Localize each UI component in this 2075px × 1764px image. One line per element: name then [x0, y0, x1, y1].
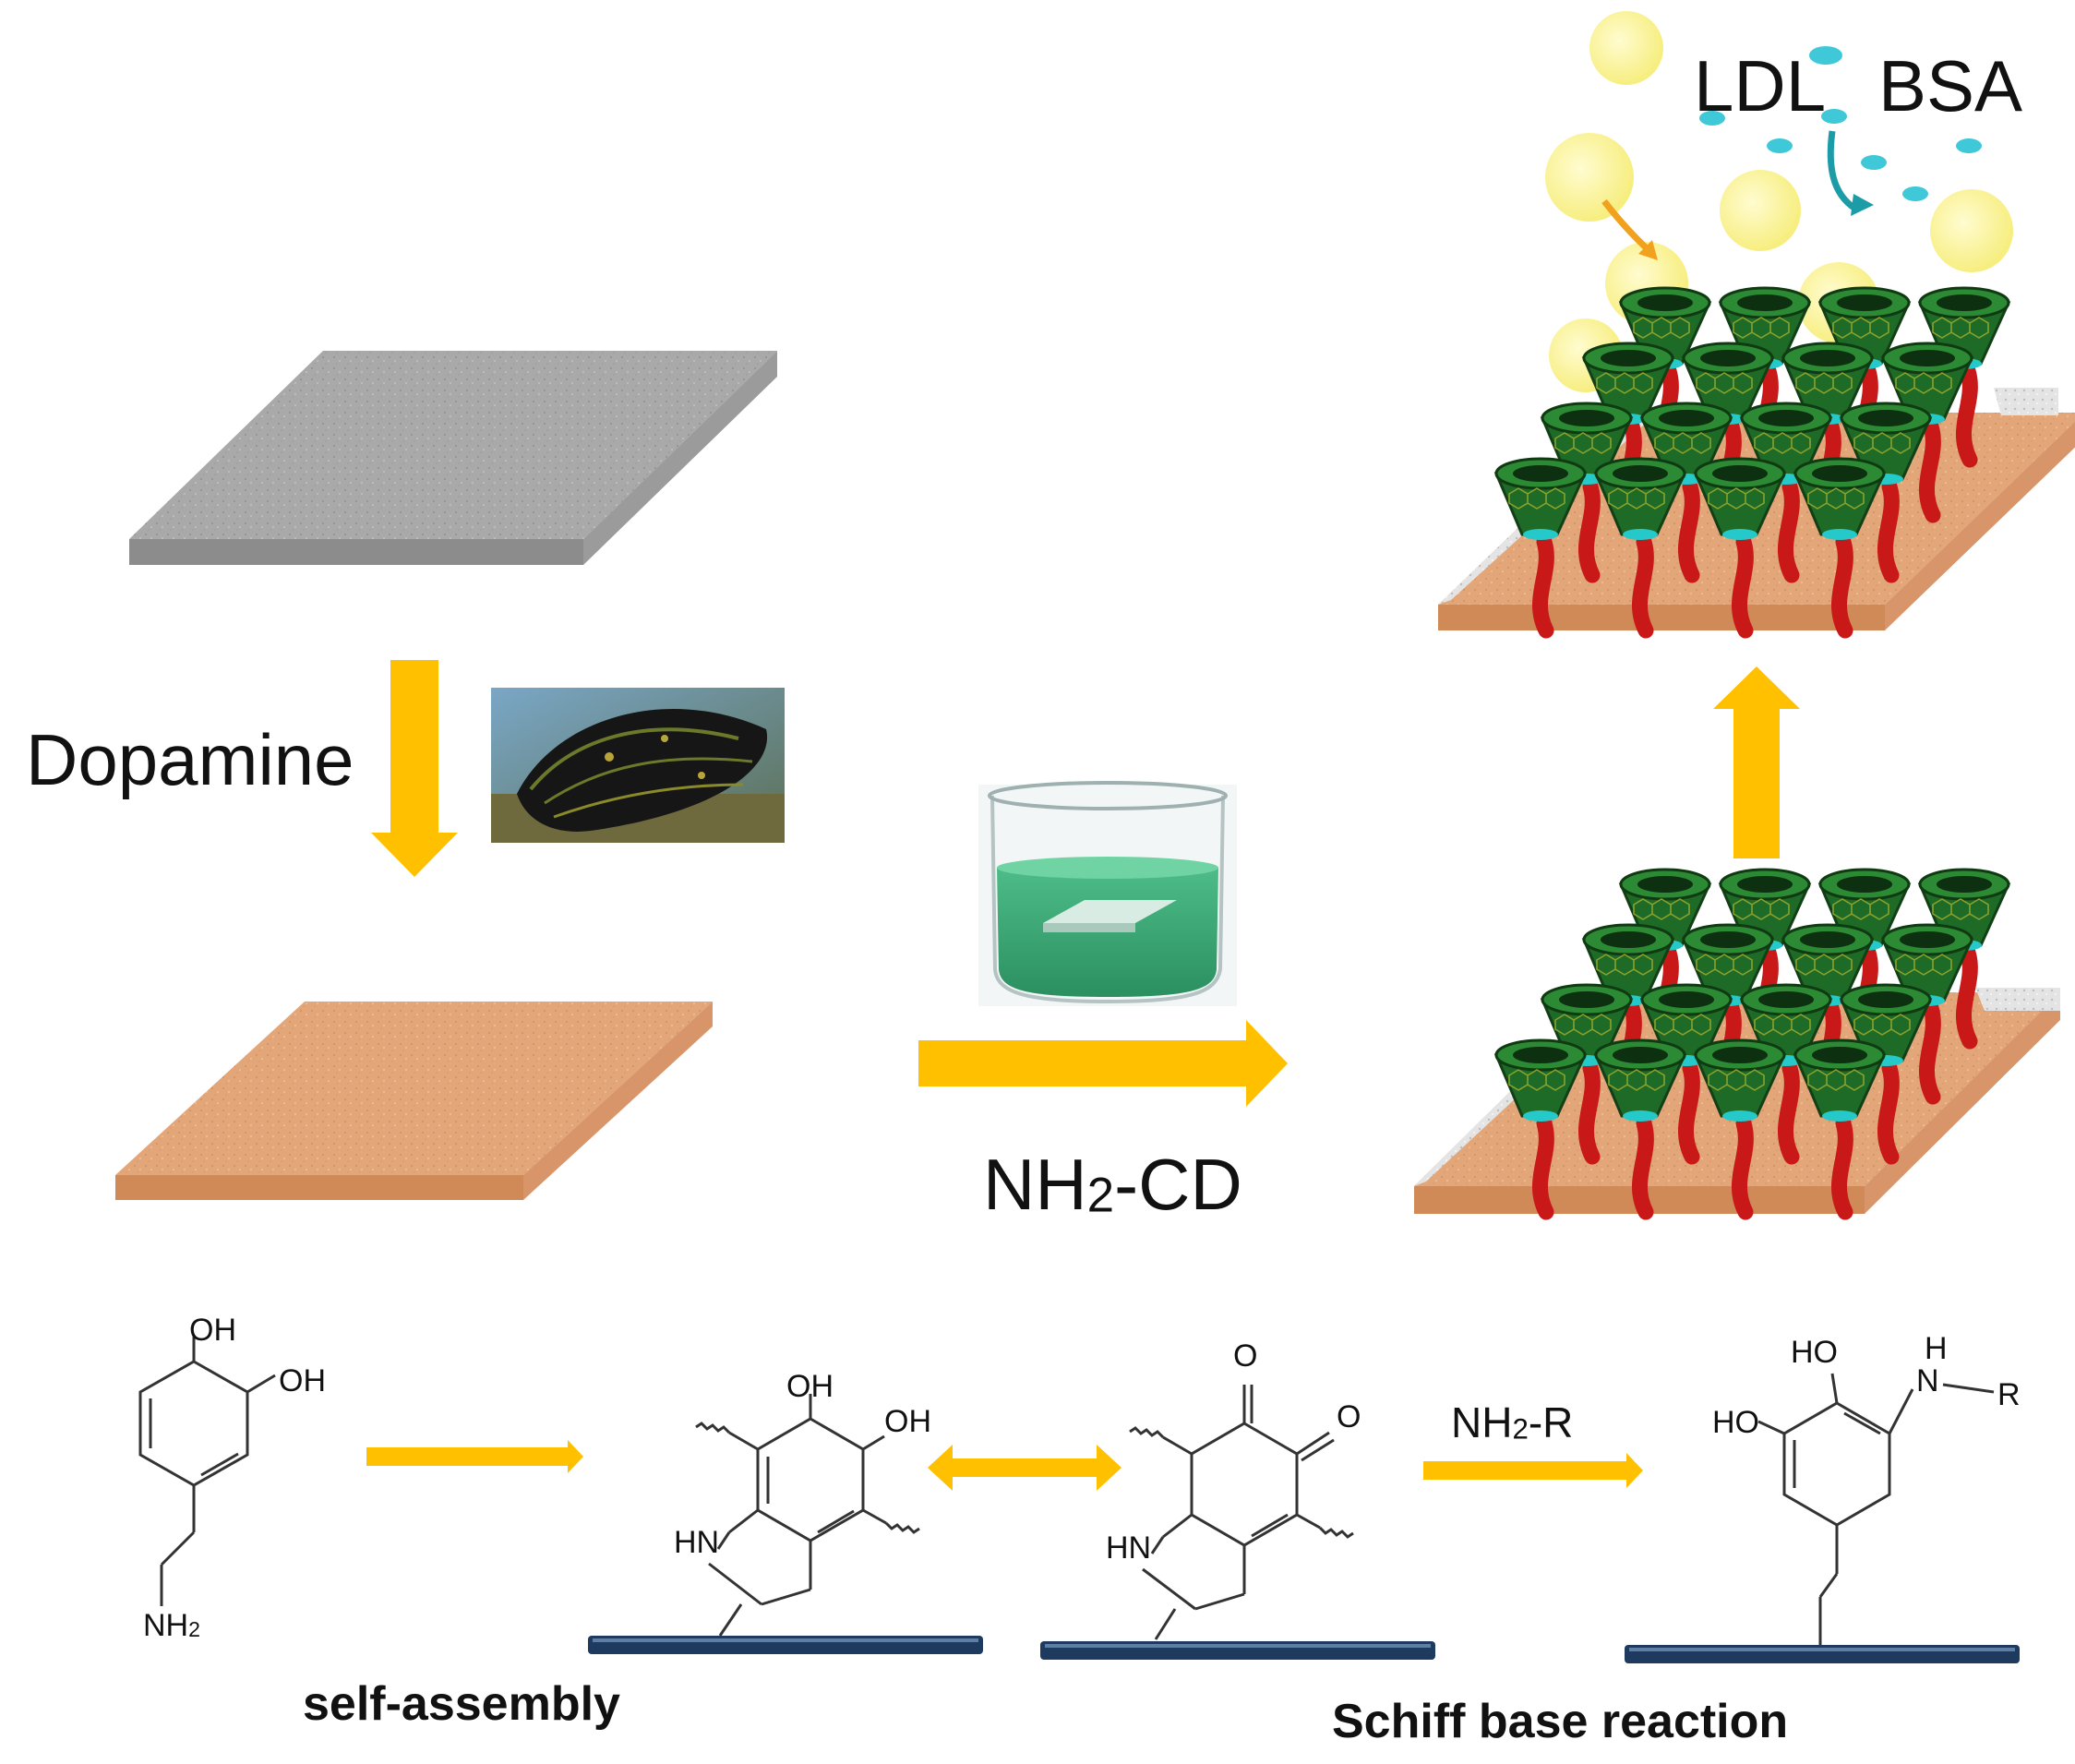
- dopamine-arrow: [371, 660, 458, 877]
- grafting-arrow: [918, 1020, 1288, 1107]
- nh2-r-label: NH2-R: [1451, 1398, 1574, 1446]
- dopamine-label: Dopamine: [26, 719, 354, 800]
- quinone-structure: [1129, 1385, 1354, 1640]
- product-ho-1: HO: [1791, 1335, 1838, 1370]
- bare-substrate: [129, 351, 777, 565]
- surface-bars: [588, 1636, 2020, 1663]
- tautomer-double-arrow: [928, 1445, 1121, 1491]
- adsorption-arrow: [1713, 666, 1800, 858]
- nh2-cd-label: NH2-CD: [983, 1144, 1242, 1225]
- bsa-label: BSA: [1878, 45, 2023, 126]
- quinone-o-1: O: [1233, 1338, 1258, 1374]
- ldl-label: LDL: [1694, 45, 1827, 126]
- dopamine-structure: [138, 1337, 276, 1606]
- dopamine-oh-2: OH: [279, 1363, 326, 1398]
- chemistry-scheme: [138, 1337, 2020, 1663]
- bsa-approach-arrow: [1827, 130, 1858, 211]
- product-n: N: [1916, 1363, 1939, 1398]
- self-assembly-caption: self-assembly: [303, 1677, 620, 1731]
- schiff-product-structure: [1757, 1373, 1995, 1645]
- bsa-particles: [1699, 46, 1982, 201]
- product-r: R: [1997, 1377, 2021, 1412]
- indole-oh-2: OH: [884, 1404, 931, 1439]
- indole-hn: HN: [674, 1525, 720, 1560]
- mussel-photo: [491, 688, 785, 843]
- product-h: H: [1925, 1331, 1948, 1366]
- beaker-icon: [978, 781, 1237, 1006]
- indole-oh-1: OH: [786, 1369, 834, 1404]
- self-assembly-arrow: [366, 1440, 583, 1473]
- cd-modified-substrate: [1414, 870, 2060, 1214]
- product-ho-2: HO: [1712, 1405, 1759, 1440]
- quinone-o-2: O: [1337, 1399, 1361, 1434]
- dopamine-oh-1: OH: [189, 1313, 236, 1348]
- pda-substrate: [115, 1002, 713, 1200]
- indole-structure: [695, 1394, 920, 1637]
- schiff-base-arrow: [1423, 1453, 1643, 1488]
- dopamine-nh2: NH2: [143, 1608, 200, 1643]
- ldl-approach-arrow: [1601, 198, 1650, 252]
- quinone-hn: HN: [1106, 1530, 1152, 1566]
- schiff-base-caption: Schiff base reaction: [1332, 1695, 1789, 1748]
- adsorption-substrate: [1438, 11, 2075, 630]
